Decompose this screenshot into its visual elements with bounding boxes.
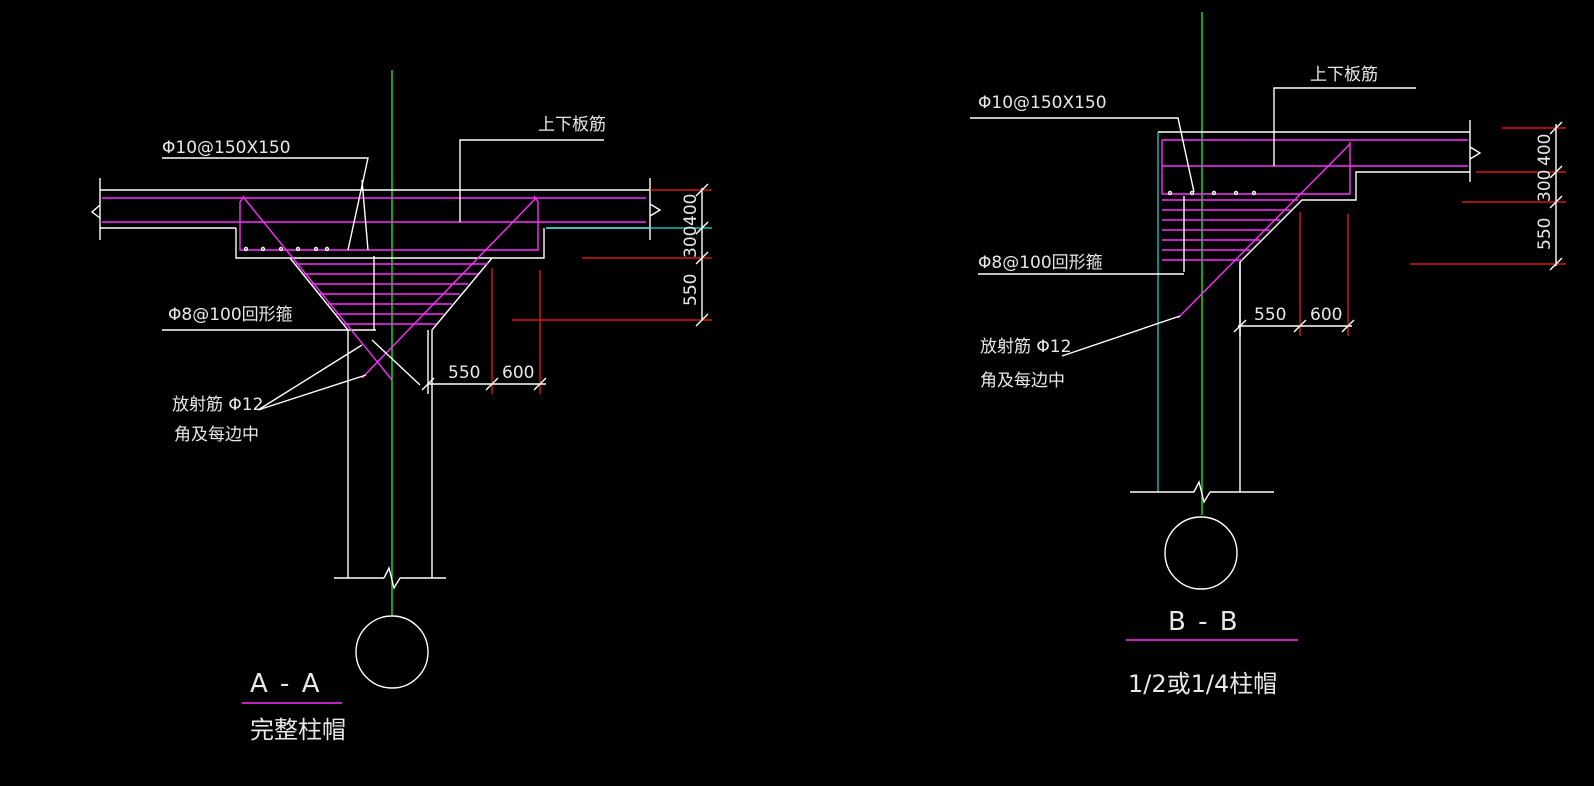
section-a-dim-600-horizontal: 600 [502,363,534,383]
section-b-title: B - B [1168,607,1240,637]
section-b-bar-label: Φ10@150X150 [978,93,1107,113]
section-a-leaders [162,139,604,411]
section-b-column-marker [1164,516,1238,590]
section-a-subtitle: 完整柱帽 [250,716,346,744]
section-a-rebar [102,195,646,386]
section-a-radial-label: 放射筋 Φ12 [172,395,263,415]
section-b-top-bottom-label: 上下板筋 [1310,65,1378,85]
section-b-leaders [970,87,1416,357]
section-a-dim-300: 300 [681,226,701,258]
section-a-dim-550-horizontal: 550 [448,363,480,383]
section-a-top-bottom-label: 上下板筋 [538,115,606,135]
section-b-rebar [1161,139,1468,319]
section-b-dim-300: 300 [1535,170,1555,202]
section-b-stirrup-label: Φ8@100回形箍 [978,253,1103,273]
section-a-column-marker [355,615,429,689]
section-b-dim-550-horizontal: 550 [1254,305,1286,325]
section-a-radial-label-2: 角及每边中 [174,425,259,445]
section-b-radial-label: 放射筋 Φ12 [980,337,1071,357]
section-a-dim-550-vertical: 550 [681,274,701,306]
section-a-title: A - A [250,669,321,699]
section-a-slab-outline [90,178,662,590]
section-a-bar-label: Φ10@150X150 [162,138,291,158]
section-a-stirrup-label: Φ8@100回形箍 [168,305,293,325]
section-b-bar-dots [1167,190,1257,196]
section-b-outline [1130,120,1482,504]
section-a-dimensions [421,183,712,394]
section-b-dim-550-vertical: 550 [1535,218,1555,250]
section-b-dim-400: 400 [1535,134,1555,166]
section-b: Φ10@150X150 上下板筋 Φ8@100回形箍 放射筋 Φ12 角及每边中… [970,12,1566,698]
section-a-bar-dots [243,246,330,252]
section-b-radial-label-2: 角及每边中 [980,371,1065,391]
section-a-dim-400: 400 [681,194,701,226]
section-b-dim-600-horizontal: 600 [1310,305,1342,325]
section-b-subtitle: 1/2或1/4柱帽 [1128,670,1277,698]
section-a: Φ10@150X150 上下板筋 Φ8@100回形箍 放射筋 Φ12 角及每边中… [90,70,712,744]
section-b-dimensions [1233,121,1566,336]
